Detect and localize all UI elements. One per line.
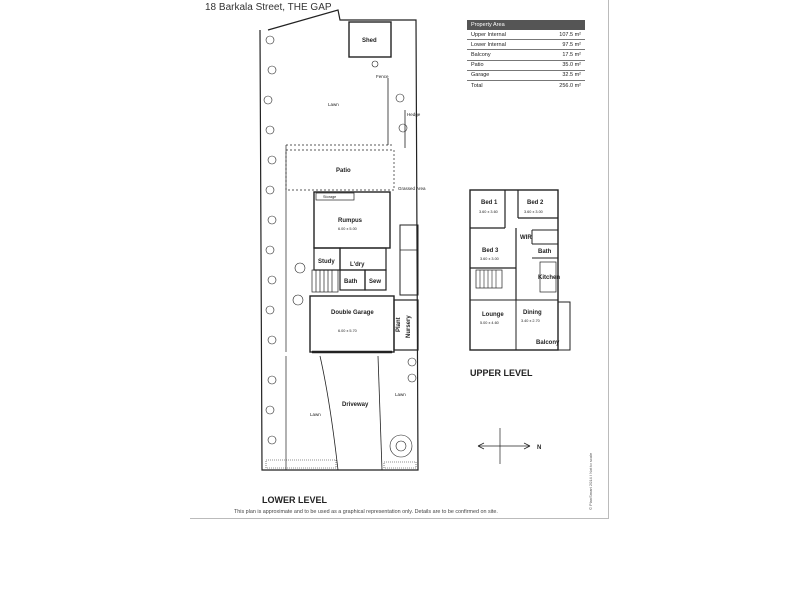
property-address: 18 Barkala Street, THE GAP <box>205 2 332 13</box>
garage-label: Double Garage <box>331 310 374 316</box>
hedge-label: Hedge <box>407 112 421 117</box>
rumpus-label: Rumpus <box>338 218 363 224</box>
patio-label: Patio <box>336 168 351 174</box>
shed-label: Shed <box>362 38 377 44</box>
grassed-area-label: Grassed Area <box>398 186 426 191</box>
bed3-dimensions: 3.60 x 3.00 <box>480 257 499 261</box>
copyright-note: © PlanSmart 2014 / Not to scale <box>588 452 593 510</box>
bath-label: Bath <box>344 279 358 285</box>
rumpus-dimensions: 6.00 x 5.00 <box>338 227 357 231</box>
upper-level-outline <box>469 189 571 351</box>
table-total-row: Total 256.0 m² <box>471 82 581 89</box>
upper-level-title: UPPER LEVEL <box>470 368 533 378</box>
bed1-dimensions: 3.60 x 3.60 <box>479 210 498 214</box>
dining-dimensions: 3.40 x 2.70 <box>521 319 540 323</box>
driveway-label: Driveway <box>342 402 369 408</box>
garage-outline <box>309 295 395 353</box>
storage-label: Storage <box>323 195 336 199</box>
sew-label: Sew <box>369 279 381 285</box>
balcony-label: Balcony <box>536 340 560 346</box>
lounge-label: Lounge <box>482 312 504 318</box>
study-label: Study <box>318 259 335 265</box>
right-lawn-label: Lawn <box>395 392 406 397</box>
table-row: Patio 35.0 m² <box>467 60 585 71</box>
plant-outline <box>393 299 419 351</box>
lounge-dimensions: 5.00 x 4.60 <box>480 321 499 325</box>
fence-label: Fence <box>376 74 389 79</box>
dining-label: Dining <box>523 310 542 316</box>
table-row: Lower Internal 97.5 m² <box>467 39 585 51</box>
disclaimer-text: This plan is approximate and to be used … <box>234 509 498 515</box>
garage-dimensions: 6.00 x 5.70 <box>338 329 357 333</box>
wir-label: WIR <box>520 235 532 241</box>
left-lawn-label: Lawn <box>310 412 321 417</box>
driveway-outline <box>319 355 339 471</box>
bed1-label: Bed 1 <box>481 200 498 206</box>
table-row: Balcony 17.5 m² <box>467 49 585 61</box>
plan-sheet <box>190 0 609 519</box>
bed3-label: Bed 3 <box>482 248 499 254</box>
table-row: Upper Internal 107.5 m² <box>467 30 585 41</box>
laundry-label: L'dry <box>350 262 365 268</box>
property-area-title: Property Area <box>467 20 585 30</box>
table-row: Garage 32.5 m² <box>467 70 585 81</box>
shed-outline <box>348 21 392 58</box>
lot-boundary <box>259 9 419 471</box>
compass-icon <box>477 428 531 464</box>
compass-north-label: N <box>537 445 541 451</box>
sew-outline <box>364 269 387 291</box>
bed2-label: Bed 2 <box>527 200 544 206</box>
landscape-trees <box>263 35 417 458</box>
upper-bath-label: Bath <box>538 249 552 255</box>
bed2-dimensions: 3.60 x 3.00 <box>524 210 543 214</box>
nursery-label: Nursery <box>406 315 412 338</box>
kitchen-label: Kitchen <box>538 275 560 281</box>
plant-label: Plant <box>396 317 402 332</box>
property-area-table: Property Area Upper Internal 107.5 m² Lo… <box>467 20 585 90</box>
top-lawn-label: Lawn <box>328 102 339 107</box>
lower-level-title: LOWER LEVEL <box>262 495 328 505</box>
lower-stairs <box>311 269 339 293</box>
